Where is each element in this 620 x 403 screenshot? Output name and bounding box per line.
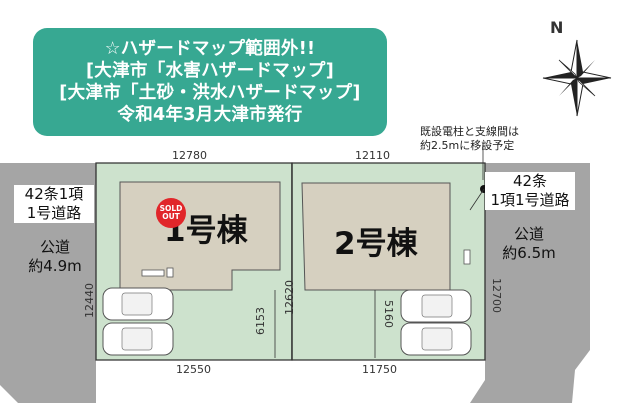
sold-out-badge: SOLD OUT xyxy=(156,198,186,228)
dimension-label: 12110 xyxy=(355,149,390,162)
left-road-type-label: 42条1項 1号道路 xyxy=(14,185,94,223)
banner-line: ☆ハザードマップ範囲外!! xyxy=(104,39,316,59)
dimension-label: 12440 xyxy=(83,283,96,318)
compass-rose-icon xyxy=(542,39,612,117)
parking-car xyxy=(102,287,174,321)
dimension-label: 12620 xyxy=(283,280,296,315)
right-road-width-label: 公道 約6.5m xyxy=(502,225,556,262)
guy-wire-line xyxy=(469,188,485,211)
dimension-label: 6153 xyxy=(254,307,267,335)
dimension-label: 5160 xyxy=(382,300,395,328)
utility-pole-note: 既設電柱と支線間は 約2.5mに移設予定 xyxy=(420,125,519,152)
left-road-width-label: 公道 約4.9m xyxy=(28,238,82,275)
banner-line: [大津市「水害ハザードマップ] xyxy=(86,61,334,81)
parking-car xyxy=(400,322,472,356)
compass-north-label: N xyxy=(550,18,564,37)
dimension-label: 12550 xyxy=(176,363,211,376)
left-road xyxy=(0,163,96,403)
parking-car xyxy=(400,289,472,323)
parking-car xyxy=(102,322,174,356)
banner-line: [大津市「土砂・洪水ハザードマップ] xyxy=(59,83,361,103)
right-road xyxy=(470,163,590,403)
banner-line: 令和4年3月大津市発行 xyxy=(117,105,303,125)
hazard-map-banner: ☆ハザードマップ範囲外!! [大津市「水害ハザードマップ] [大津市「土砂・洪水… xyxy=(33,28,387,136)
meter-icon xyxy=(463,249,471,265)
right-road-type-label: 42条 1項1号道路 xyxy=(485,172,575,210)
dimension-label: 12700 xyxy=(490,278,503,313)
dimension-label: 12780 xyxy=(172,149,207,162)
building-2-label: 2号棟 xyxy=(334,226,418,262)
dimension-label: 11750 xyxy=(362,363,397,376)
meter-icon xyxy=(141,267,174,278)
